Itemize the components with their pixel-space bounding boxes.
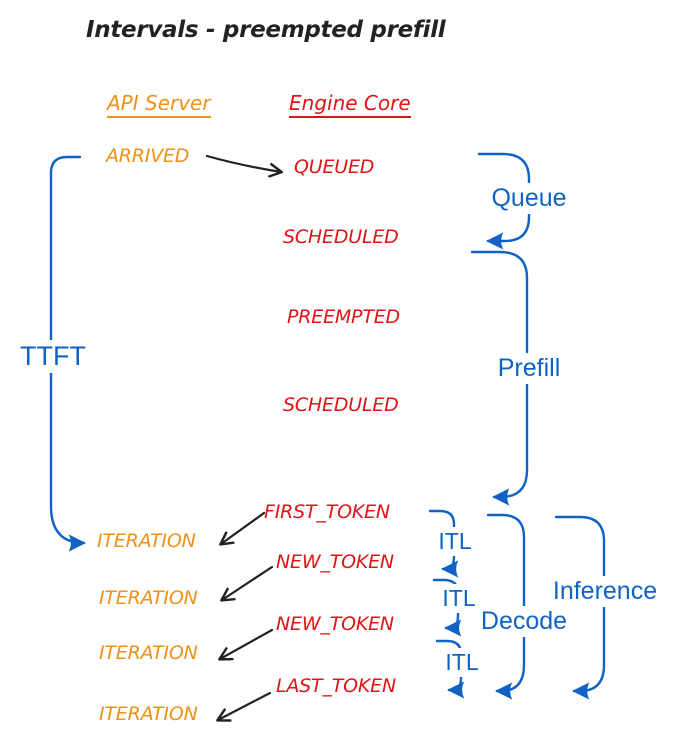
event-scheduled-1: SCHEDULED [283, 226, 399, 248]
event-preempted: PREEMPTED [287, 306, 400, 328]
interval-itl-1: ITL [433, 527, 477, 556]
interval-itl-3: ITL [440, 648, 484, 677]
interval-prefill: Prefill [492, 353, 566, 384]
event-queued: QUEUED [294, 156, 375, 178]
interval-itl-2: ITL [437, 584, 481, 613]
interval-ttft: TTFT [15, 340, 91, 373]
arrow-first-token-to-iteration [219, 511, 266, 546]
event-iteration-4: ITERATION [99, 703, 198, 725]
event-iteration-1: ITERATION [97, 530, 196, 552]
event-scheduled-2: SCHEDULED [283, 394, 399, 416]
event-iteration-3: ITERATION [99, 642, 198, 664]
arrow-new-token1-to-iteration [220, 565, 274, 602]
interval-inference: Inference [547, 576, 663, 607]
event-last-token: LAST_TOKEN [276, 675, 396, 697]
engine-core-header: Engine Core [289, 91, 411, 118]
event-new-token-1: NEW_TOKEN [276, 551, 394, 573]
event-iteration-2: ITERATION [99, 587, 198, 609]
event-first-token: FIRST_TOKEN [264, 501, 390, 523]
interval-queue: Queue [486, 183, 572, 214]
interval-decode: Decode [475, 606, 573, 637]
decode-bracket [486, 513, 526, 700]
arrow-new-token2-to-iteration [218, 628, 274, 661]
arrow-arrived-to-queued [205, 154, 283, 178]
event-new-token-2: NEW_TOKEN [276, 613, 394, 635]
diagram-title: Intervals - preempted prefill [86, 17, 446, 43]
arrow-last-token-to-iteration [216, 691, 272, 722]
event-arrived: ARRIVED [106, 145, 190, 167]
api-server-header: API Server [107, 91, 211, 118]
